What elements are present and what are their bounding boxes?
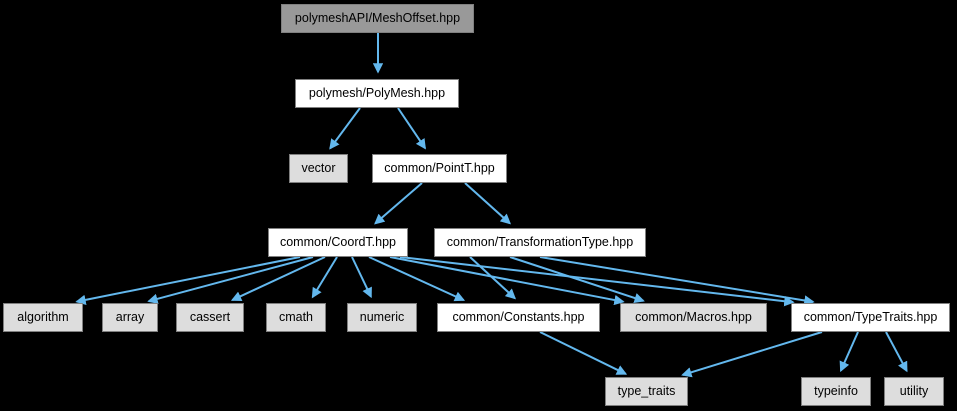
edge-coordt-to-constants xyxy=(368,256,466,302)
graph-node-label: utility xyxy=(899,384,929,399)
graph-node-cmath[interactable]: cmath xyxy=(266,303,326,332)
edge-coordt-to-array xyxy=(147,256,314,304)
graph-node-utility[interactable]: utility xyxy=(884,377,944,406)
edge-coordt-to-algorithm xyxy=(75,256,301,306)
graph-node-typeinfo[interactable]: typeinfo xyxy=(801,377,871,406)
edge-coordt-to-numeric xyxy=(351,256,372,299)
graph-node-label: vector xyxy=(301,161,336,176)
graph-node-label: common/Constants.hpp xyxy=(452,310,585,325)
edge-polymesh-to-vector xyxy=(329,107,361,150)
graph-node-cassert[interactable]: cassert xyxy=(176,303,244,332)
graph-node-label: common/TypeTraits.hpp xyxy=(803,310,938,325)
edge-constants-to-type_traits xyxy=(539,331,628,375)
graph-node-label: cassert xyxy=(189,310,231,325)
graph-node-label: typeinfo xyxy=(814,384,858,399)
graph-node-numeric[interactable]: numeric xyxy=(347,303,417,332)
graph-node-label: common/CoordT.hpp xyxy=(279,235,397,250)
graph-node-meshoffset[interactable]: polymeshAPI/MeshOffset.hpp xyxy=(281,4,474,33)
edge-transformtype-to-macros xyxy=(509,256,645,304)
graph-node-typetraits[interactable]: common/TypeTraits.hpp xyxy=(791,303,950,332)
edge-typetraits-to-utility xyxy=(885,331,908,373)
graph-node-macros[interactable]: common/Macros.hpp xyxy=(620,303,767,332)
graph-node-label: polymeshAPI/MeshOffset.hpp xyxy=(294,11,461,26)
graph-node-label: array xyxy=(115,310,145,325)
edge-coordt-to-cassert xyxy=(230,256,326,302)
edge-pointt-to-transformtype xyxy=(464,182,511,225)
graph-node-label: common/PointT.hpp xyxy=(384,161,495,176)
graph-node-label: cmath xyxy=(278,310,314,325)
graph-node-array[interactable]: array xyxy=(102,303,158,332)
edge-transformtype-to-constants xyxy=(469,256,517,300)
graph-node-constants[interactable]: common/Constants.hpp xyxy=(437,303,600,332)
graph-node-algorithm[interactable]: algorithm xyxy=(3,303,83,332)
graph-node-label: type_traits xyxy=(617,384,676,399)
edge-coordt-to-cmath xyxy=(311,256,338,299)
graph-node-label: polymesh/PolyMesh.hpp xyxy=(308,86,446,101)
edge-typetraits-to-type_traits xyxy=(681,331,823,378)
edge-coordt-to-macros xyxy=(389,256,625,306)
graph-node-label: algorithm xyxy=(17,310,69,325)
graph-node-pointt[interactable]: common/PointT.hpp xyxy=(372,154,507,183)
edge-pointt-to-coordt xyxy=(374,182,423,225)
graph-node-label: common/Macros.hpp xyxy=(635,310,752,325)
edge-polymesh-to-pointt xyxy=(397,107,426,150)
edge-typetraits-to-typeinfo xyxy=(839,331,859,373)
graph-node-coordt[interactable]: common/CoordT.hpp xyxy=(268,228,408,257)
graph-node-vector[interactable]: vector xyxy=(289,154,348,183)
graph-node-type_traits[interactable]: type_traits xyxy=(605,377,688,406)
graph-node-label: numeric xyxy=(359,310,405,325)
edge-transformtype-to-typetraits xyxy=(539,256,815,306)
graph-node-transformtype[interactable]: common/TransformationType.hpp xyxy=(434,228,646,257)
graph-node-polymesh[interactable]: polymesh/PolyMesh.hpp xyxy=(295,79,459,108)
graph-node-label: common/TransformationType.hpp xyxy=(446,235,634,250)
edge-coordt-to-typetraits xyxy=(399,256,795,307)
